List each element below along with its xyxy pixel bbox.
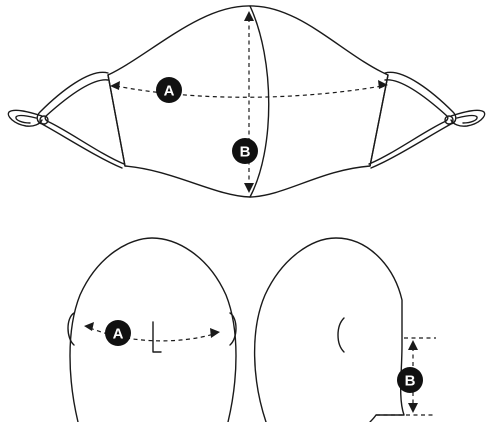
svg-text:B: B [405, 373, 416, 390]
head-badge-b: B [397, 367, 423, 393]
arrowhead-down [408, 403, 418, 413]
head-top-right-ear [229, 312, 237, 346]
left-ear-loop [7, 71, 125, 169]
svg-text:A: A [164, 83, 175, 100]
arrowhead-left [84, 322, 94, 331]
arrowhead-up [408, 340, 418, 350]
mask-measure-b-line [244, 11, 254, 193]
head-side-ear [337, 317, 345, 353]
right-ear-loop [368, 71, 486, 169]
svg-text:A: A [113, 326, 124, 343]
arrowhead-right [210, 328, 220, 338]
head-side-outline [253, 237, 405, 422]
mask-measure-a-line [110, 80, 388, 98]
mask-left-panel-seam [107, 74, 126, 167]
arrowhead-left [110, 81, 120, 90]
mask-body-outline [107, 5, 389, 198]
head-measure-a-line [84, 322, 220, 342]
head-side-view: B [253, 237, 436, 422]
arrowhead-down [244, 183, 254, 193]
arrowhead-up [244, 11, 254, 21]
head-top-nose [152, 321, 162, 353]
mask-right-panel-seam [369, 74, 389, 167]
head-measure-b-line [408, 340, 418, 413]
mask-badge-b: B [232, 138, 258, 164]
face-mask: A B [7, 5, 486, 198]
mask-badge-a: A [156, 77, 182, 103]
head-top-view: A [67, 237, 237, 422]
svg-text:B: B [240, 144, 251, 161]
mask-center-seam [249, 5, 270, 198]
head-badge-a: A [105, 320, 131, 346]
head-top-left-ear [67, 312, 75, 346]
arrowhead-right [378, 80, 388, 89]
